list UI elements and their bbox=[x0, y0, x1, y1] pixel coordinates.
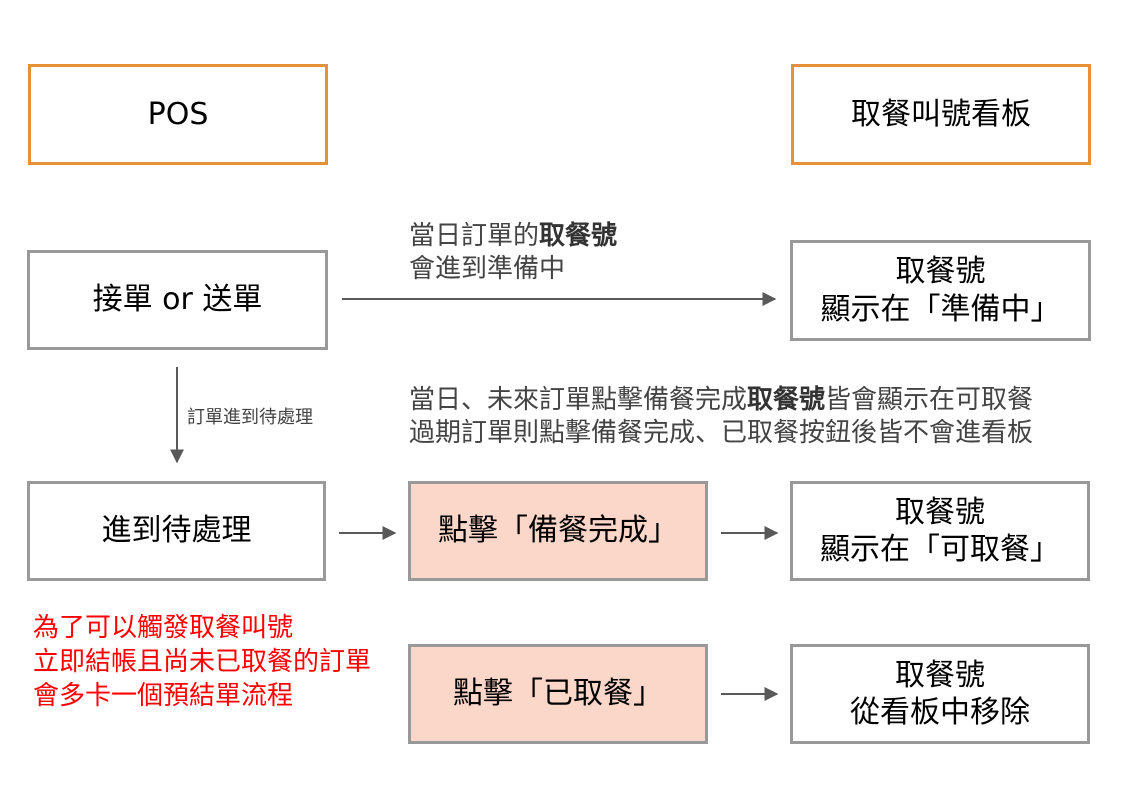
red-note-line1: 為了可以觸發取餐叫號 bbox=[33, 613, 294, 643]
board-preparing-box: 取餐號 顯示在「準備中」 bbox=[790, 240, 1091, 341]
board-remove-line2: 從看板中移除 bbox=[850, 695, 1030, 730]
note-ready-rules-line1: 當日、未來訂單點擊備餐完成取餐號皆會顯示在可取餐 bbox=[409, 385, 1034, 415]
note-ready-rules-line2: 過期訂單則點擊備餐完成、已取餐按鈕後皆不會進看板 bbox=[409, 418, 1034, 448]
board-preparing-line1: 取餐號 bbox=[895, 254, 986, 289]
vertical-arrow-label: 訂單進到待處理 bbox=[187, 407, 313, 428]
note-today-orders: 當日訂單的取餐號 會進到準備中 bbox=[409, 220, 617, 286]
to-pending-box: 進到待處理 bbox=[27, 481, 326, 581]
board-remove-line1: 取餐號 bbox=[895, 657, 985, 693]
to-pending-label: 進到待處理 bbox=[101, 513, 252, 549]
board-preparing-line2: 顯示在「準備中」 bbox=[820, 291, 1061, 327]
red-note-line3: 會多卡一個預結單流程 bbox=[33, 681, 294, 711]
red-warning-note: 為了可以觸發取餐叫號 立即結帳且尚未已取餐的訂單 會多卡一個預結單流程 bbox=[33, 611, 371, 713]
click-picked-label: 點擊「已取餐」 bbox=[453, 676, 663, 712]
board-pickup-line1: 取餐號 bbox=[895, 494, 985, 530]
board-pickup-line2: 顯示在「可取餐」 bbox=[820, 532, 1060, 567]
note-today-orders-line2: 會進到準備中 bbox=[409, 254, 566, 284]
note-ready-rules: 當日、未來訂單點擊備餐完成取餐號皆會顯示在可取餐 過期訂單則點擊備餐完成、已取餐… bbox=[409, 384, 1033, 450]
board-remove-box: 取餐號 從看板中移除 bbox=[790, 644, 1090, 744]
accept-send-order-label: 接單 or 送單 bbox=[92, 282, 263, 318]
board-pickup-box: 取餐號 顯示在「可取餐」 bbox=[790, 481, 1090, 581]
pos-label: POS bbox=[147, 96, 209, 132]
pos-box: POS bbox=[28, 64, 328, 165]
accept-send-order-box: 接單 or 送單 bbox=[27, 250, 328, 350]
red-note-line2: 立即結帳且尚未已取餐的訂單 bbox=[33, 647, 372, 677]
pickup-board-label: 取餐叫號看板 bbox=[851, 96, 1031, 132]
click-ready-box: 點擊「備餐完成」 bbox=[408, 481, 708, 581]
click-picked-box: 點擊「已取餐」 bbox=[408, 644, 708, 744]
click-ready-label: 點擊「備餐完成」 bbox=[438, 513, 678, 549]
note-today-orders-line1: 當日訂單的取餐號 bbox=[409, 221, 618, 251]
pickup-board-box: 取餐叫號看板 bbox=[791, 64, 1091, 165]
